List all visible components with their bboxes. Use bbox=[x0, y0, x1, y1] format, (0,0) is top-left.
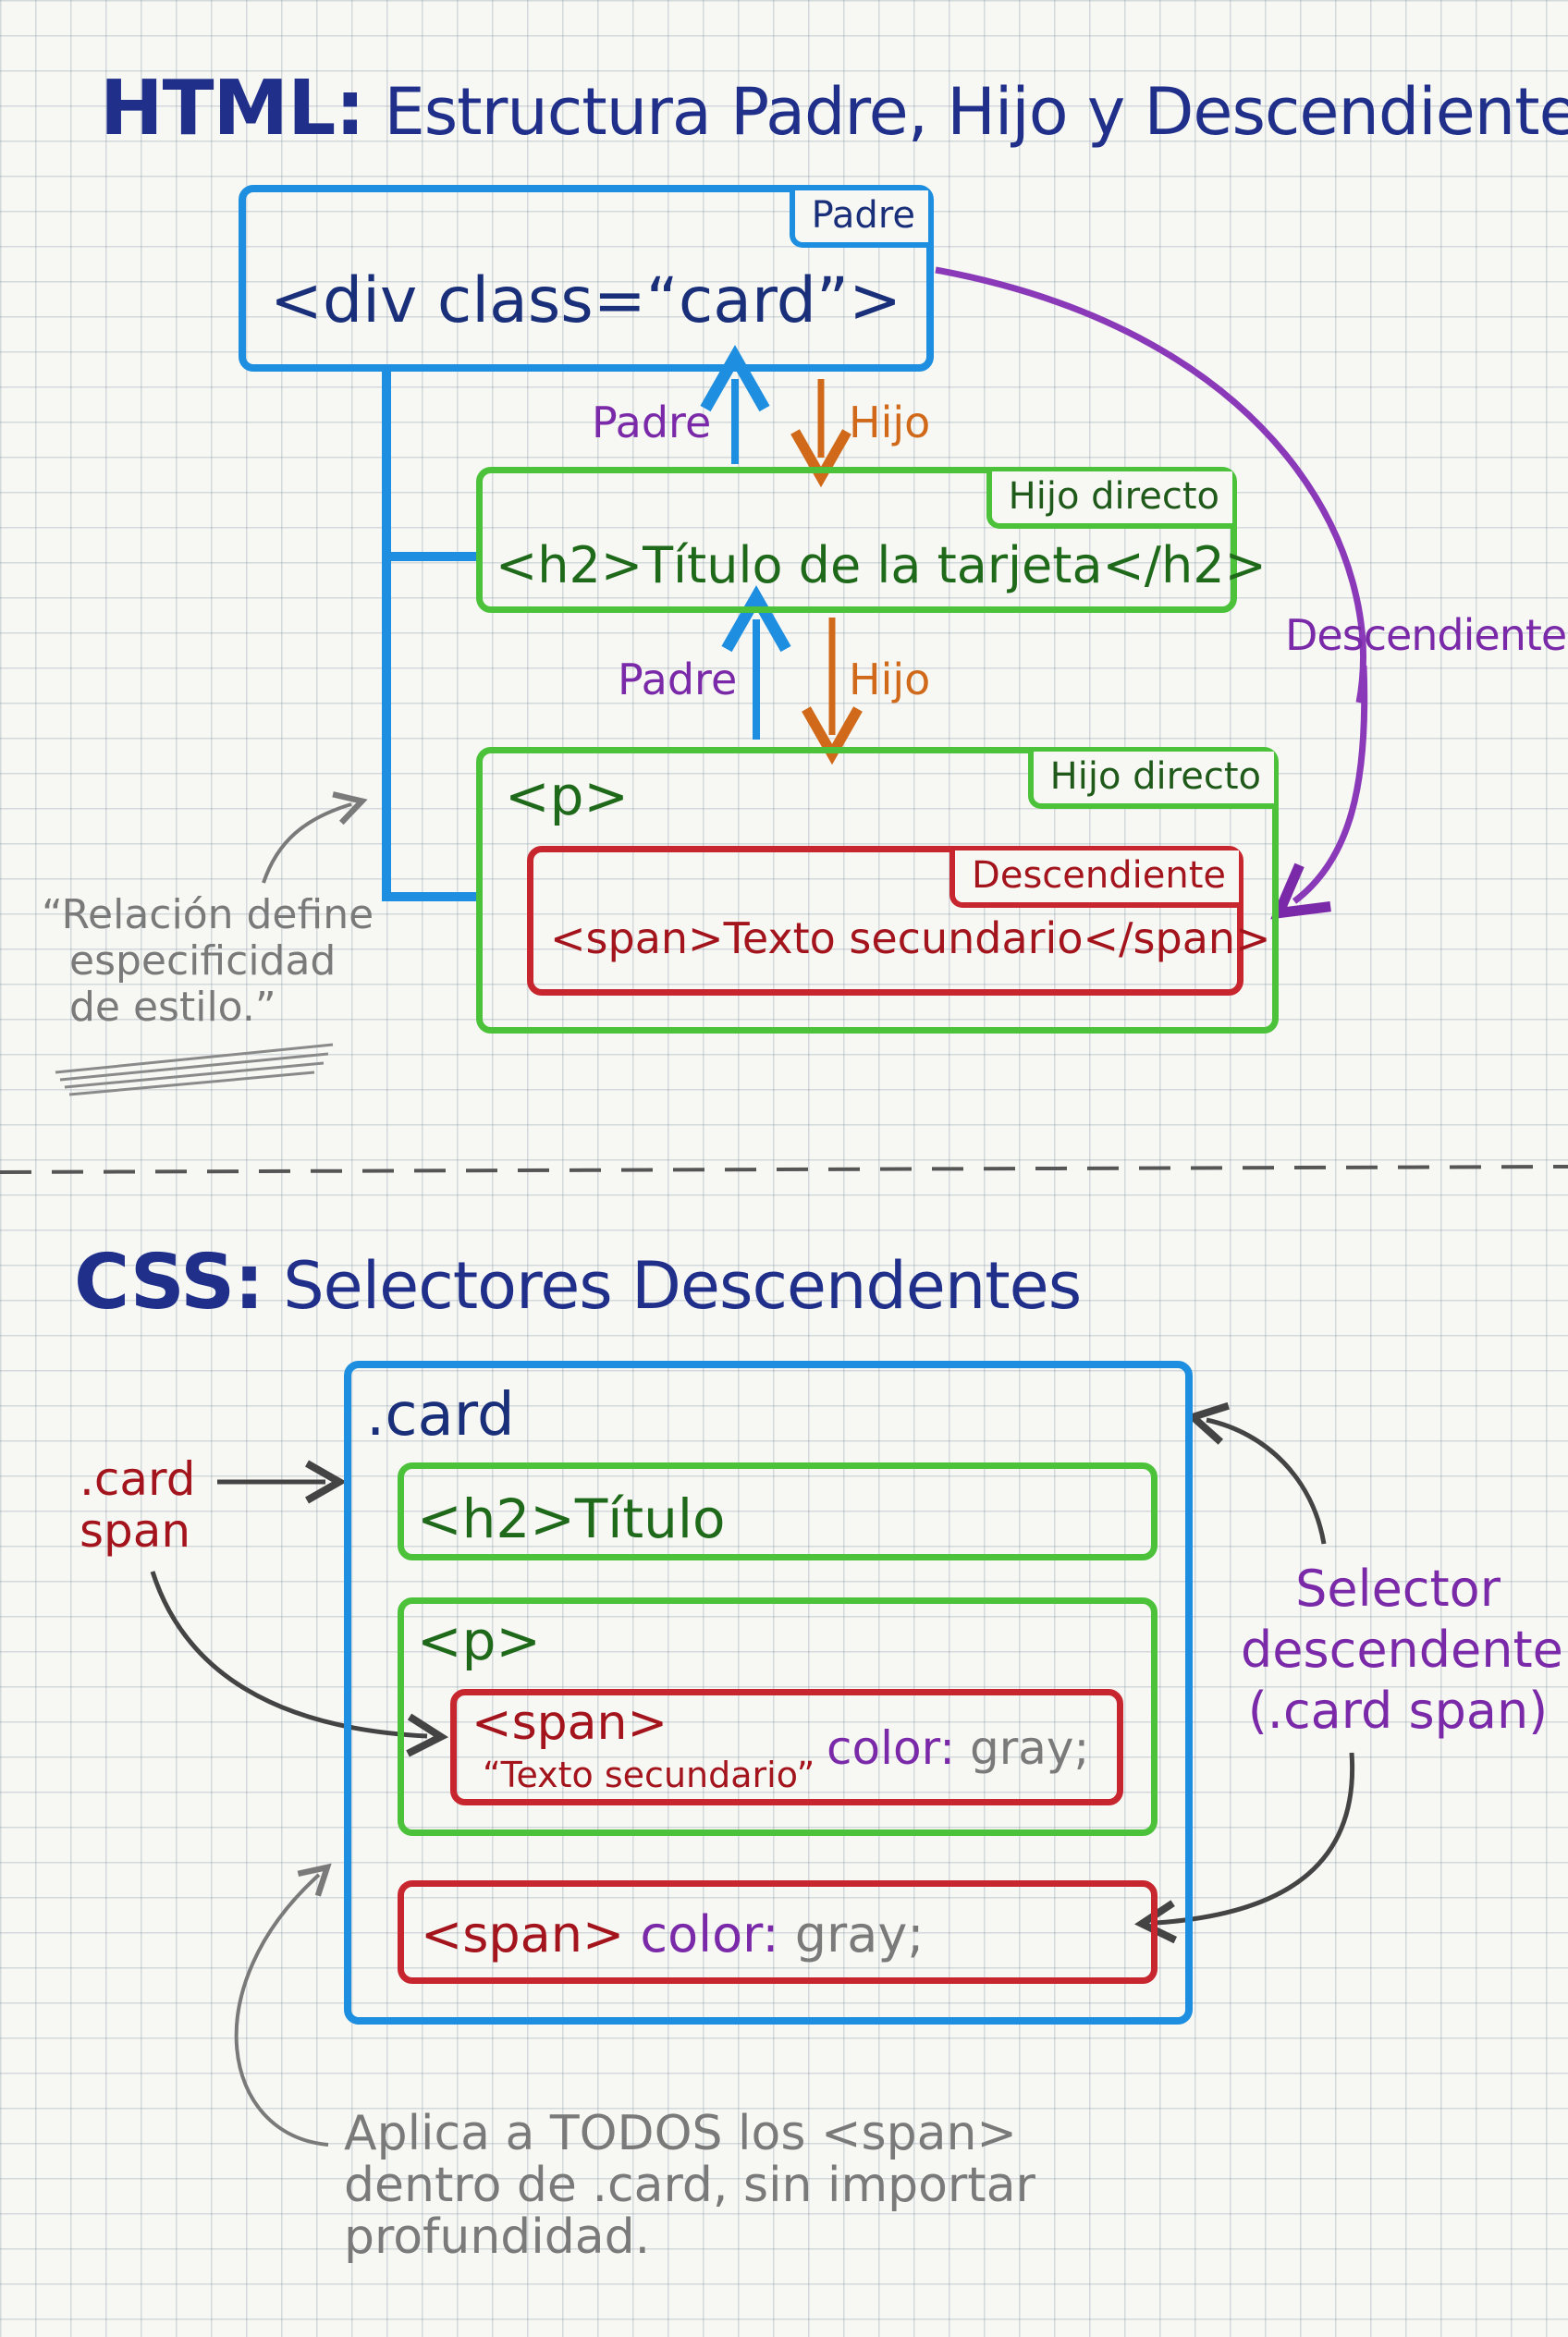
span-code: <span>Texto secundario</span> bbox=[550, 913, 1271, 963]
css-span2-box: <span> color: gray; bbox=[398, 1880, 1158, 1984]
span-tag: Descendiente bbox=[949, 850, 1239, 908]
span-label-arrow bbox=[150, 1571, 449, 1757]
css-span-code: <span> bbox=[472, 1695, 668, 1751]
note-line: de estilo.” bbox=[69, 984, 276, 1031]
bottom-note-line: profundidad. bbox=[344, 2209, 651, 2265]
tree-connector bbox=[382, 365, 481, 901]
bottom-note-arrow bbox=[234, 1863, 332, 2147]
p-box: Hijo directo <p> Descendiente <span>Text… bbox=[476, 747, 1279, 1034]
selector-line: descendente bbox=[1241, 1621, 1563, 1679]
selector-label: Selector descendente (.card span) bbox=[1241, 1559, 1563, 1742]
css-span-box: <span> “Texto secundario” color: gray; bbox=[450, 1689, 1123, 1805]
color-property: color: bbox=[640, 1905, 779, 1964]
bottom-note-line: dentro de .card, sin importar bbox=[344, 2158, 1035, 2213]
card-code: <div class=“card”> bbox=[270, 264, 902, 337]
h2-code: <h2>Título de la tarjeta</h2> bbox=[496, 536, 1267, 594]
color-value: gray; bbox=[970, 1721, 1090, 1775]
selector-down-arrow bbox=[1133, 1752, 1355, 1944]
css-p-box: <p> <span> “Texto secundario” color: gra… bbox=[398, 1597, 1158, 1836]
note-line: especificidad bbox=[69, 937, 337, 985]
rel1-child-label: Hijo bbox=[849, 398, 931, 447]
title-text: Selectores Descendentes bbox=[283, 1248, 1082, 1324]
css-left-label: .card span bbox=[80, 1453, 195, 1557]
css-section-title: CSS: Selectores Descendentes bbox=[74, 1239, 1082, 1327]
css-span2-code: <span> bbox=[421, 1905, 625, 1964]
selector-line: Selector bbox=[1295, 1560, 1501, 1618]
rel2-child-label: Hijo bbox=[849, 655, 931, 704]
p-tag: Hijo directo bbox=[1027, 752, 1274, 809]
title-prefix: CSS: bbox=[74, 1239, 264, 1327]
note-line: “Relación define bbox=[42, 891, 374, 938]
note-arrow bbox=[262, 791, 368, 884]
css-card-label: .card bbox=[366, 1381, 515, 1450]
css-span-rule: color: gray; bbox=[827, 1721, 1089, 1775]
selector-up-arrow bbox=[1185, 1401, 1327, 1545]
title-text: Estructura Padre, Hijo y Descendiente bbox=[384, 74, 1568, 150]
card-tag: Padre bbox=[789, 190, 928, 248]
html-section-title: HTML: Estructura Padre, Hijo y Descendie… bbox=[100, 65, 1568, 153]
card-box: Padre <div class=“card”> bbox=[239, 185, 934, 372]
css-card-box: .card <h2>Título <p> <span> “Texto secun… bbox=[344, 1361, 1193, 2025]
bottom-note-line: Aplica a TODOS los <span> bbox=[344, 2106, 1017, 2161]
css-h2-code: <h2>Título bbox=[417, 1487, 726, 1550]
relation-note: “Relación define especificidad de estilo… bbox=[42, 892, 374, 1031]
css-span2-rule: <span> color: gray; bbox=[421, 1905, 925, 1964]
color-value: gray; bbox=[794, 1905, 925, 1964]
left-label-card: .card bbox=[80, 1452, 196, 1506]
h2-tag: Hijo directo bbox=[986, 471, 1232, 529]
css-h2-box: <h2>Título bbox=[398, 1462, 1158, 1560]
rel1-parent-label: Padre bbox=[592, 398, 712, 447]
descendant-label: Descendiente bbox=[1285, 610, 1567, 660]
css-p-code: <p> bbox=[417, 1609, 542, 1672]
note-scribble bbox=[55, 1043, 334, 1096]
selector-line: (.card span) bbox=[1247, 1682, 1549, 1740]
span-box: Descendiente <span>Texto secundario</spa… bbox=[527, 846, 1271, 996]
h2-box: Hijo directo <h2>Título de la tarjeta</h… bbox=[476, 467, 1267, 613]
descendant-arrow bbox=[935, 266, 1366, 704]
css-span-text: “Texto secundario” bbox=[483, 1755, 815, 1795]
color-property: color: bbox=[827, 1721, 956, 1775]
left-label-span: span bbox=[80, 1504, 191, 1558]
section-divider bbox=[0, 1165, 1568, 1174]
title-prefix: HTML: bbox=[100, 65, 365, 153]
bottom-note: Aplica a TODOS los <span> dentro de .car… bbox=[344, 2108, 1035, 2263]
p-code: <p> bbox=[505, 765, 630, 827]
rel2-parent-label: Padre bbox=[618, 655, 738, 704]
